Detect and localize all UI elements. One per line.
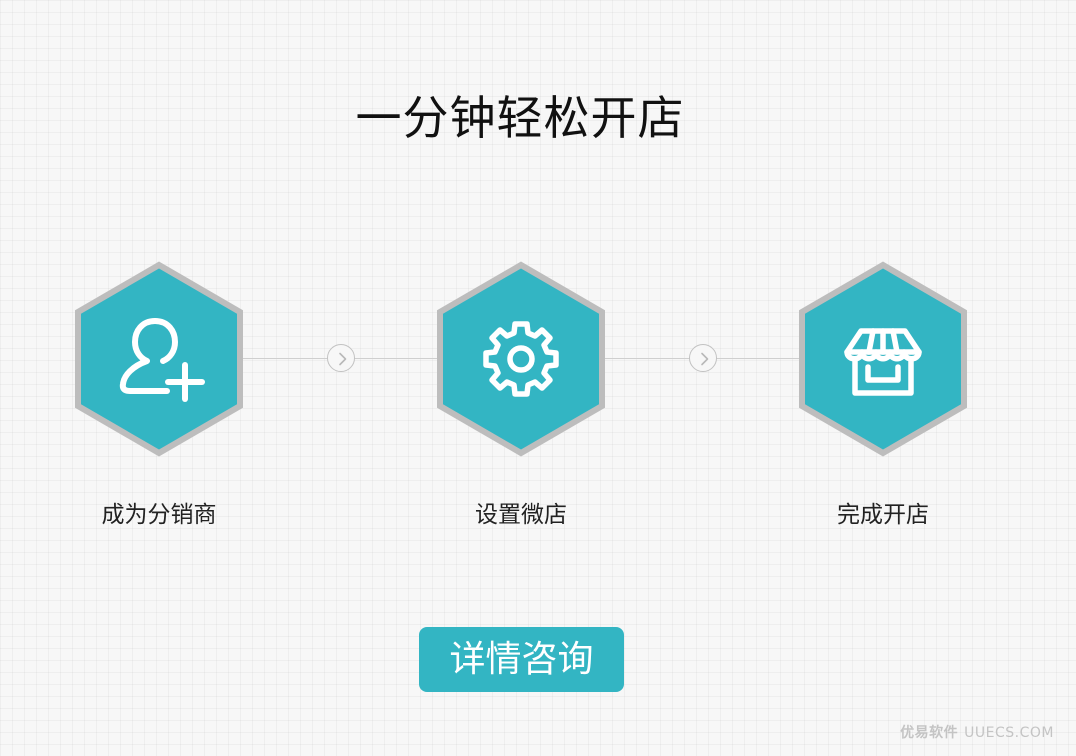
watermark-brand: 优易软件 bbox=[900, 725, 959, 741]
add-user-icon bbox=[119, 318, 205, 402]
gear-icon bbox=[483, 321, 559, 397]
chevron-right-icon bbox=[327, 344, 355, 372]
store-icon bbox=[844, 328, 922, 396]
watermark-domain: UUECS.COM bbox=[964, 725, 1054, 741]
step-label-setup-shop: 设置微店 bbox=[475, 502, 567, 528]
watermark: 优易软件 UUECS.COM bbox=[900, 722, 1054, 742]
step-setup-shop bbox=[436, 261, 606, 457]
step-become-distributor bbox=[74, 261, 244, 457]
step-label-become-distributor: 成为分销商 bbox=[101, 502, 217, 528]
step-open-shop bbox=[798, 261, 968, 457]
page-title: 一分钟轻松开店 bbox=[355, 91, 685, 145]
consult-button[interactable]: 详情咨询 bbox=[419, 627, 624, 692]
step-label-open-shop: 完成开店 bbox=[837, 502, 929, 528]
chevron-right-icon bbox=[689, 344, 717, 372]
